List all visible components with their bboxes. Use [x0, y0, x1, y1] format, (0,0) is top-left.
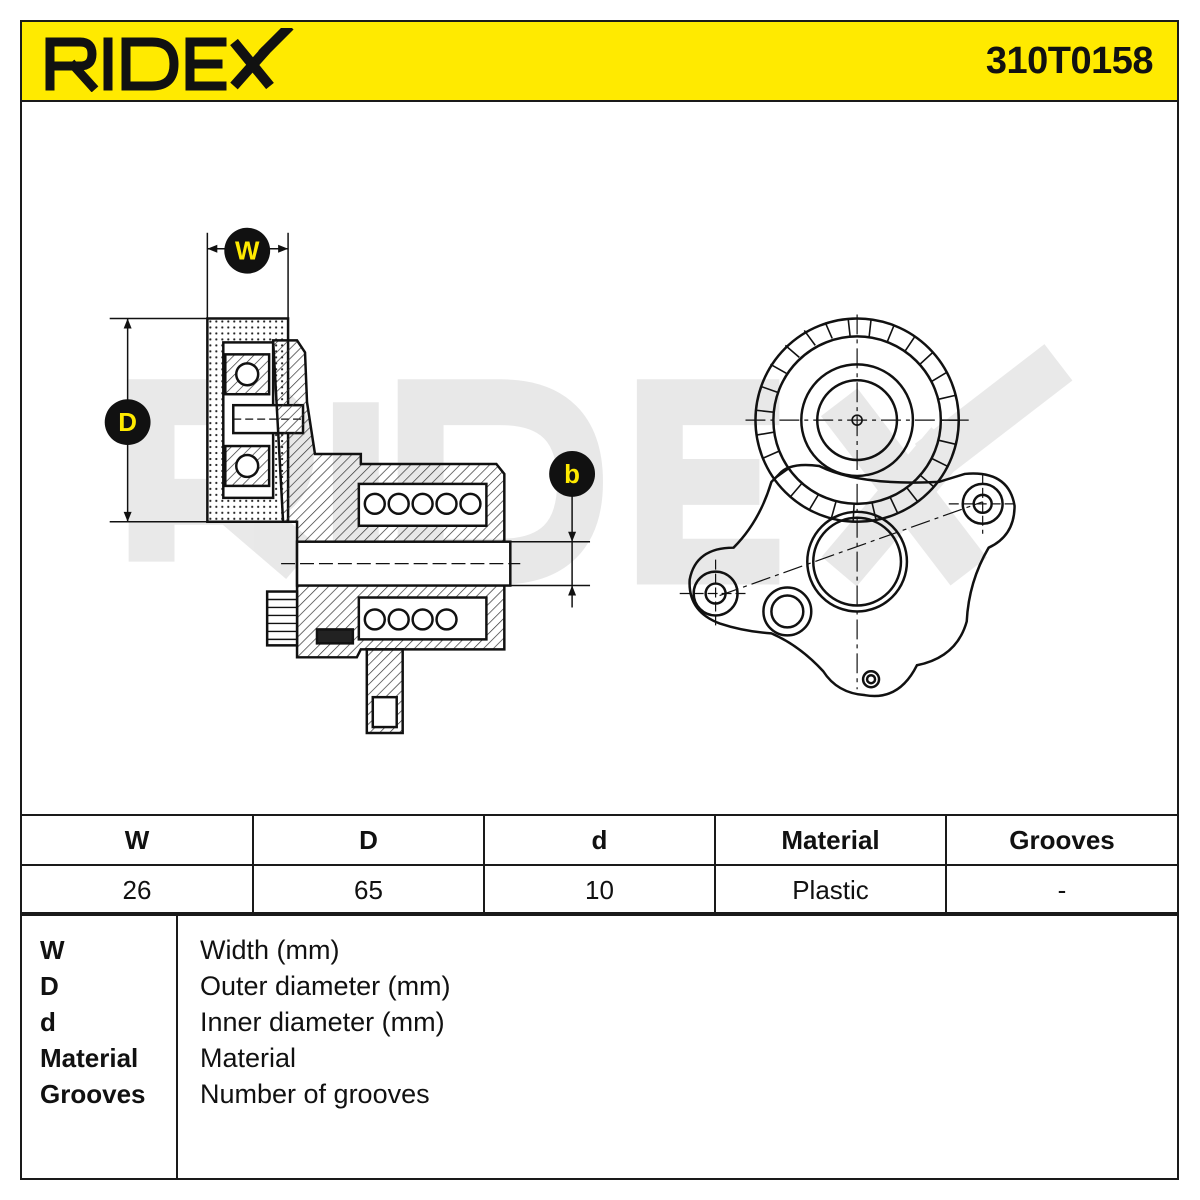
header-bar: 310T0158: [22, 22, 1177, 102]
svg-text:D: D: [118, 409, 137, 437]
legend-key: Grooves: [40, 1079, 146, 1109]
specs-header-material: Material: [714, 814, 947, 866]
legend-key: D: [40, 971, 59, 1001]
specs-value-grooves: -: [945, 864, 1177, 916]
dimension-badge-w: W: [224, 227, 271, 274]
legend-key: d: [40, 1007, 56, 1037]
specs-header-w: W: [22, 814, 254, 866]
front-view: [679, 314, 1017, 698]
specs-header-row: W D d Material Grooves: [22, 814, 1177, 866]
specs-value-inner-d: 10: [483, 864, 716, 916]
legend-key: W: [40, 935, 65, 965]
specs-header-grooves: Grooves: [945, 814, 1177, 866]
svg-text:b: b: [564, 461, 580, 489]
legend-keys: W D d Material Grooves: [22, 914, 178, 1180]
legend: W D d Material Grooves Width (mm) Outer …: [22, 912, 1177, 1180]
specs-value-material: Plastic: [714, 864, 947, 916]
legend-description: Number of grooves: [200, 1079, 430, 1109]
legend-description: Outer diameter (mm): [200, 971, 451, 1001]
technical-drawing: W D b: [104, 227, 1073, 735]
legend-description: Inner diameter (mm): [200, 1007, 445, 1037]
legend-description: Material: [200, 1043, 297, 1073]
svg-text:W: W: [235, 238, 260, 266]
specs-value-w: 26: [22, 864, 254, 916]
part-number: 310T0158: [985, 40, 1154, 82]
specs-header-inner-d: d: [483, 814, 716, 866]
legend-key: Material: [40, 1043, 139, 1073]
dimension-badge-b: b: [549, 451, 596, 497]
legend-descriptions: Width (mm) Outer diameter (mm) Inner dia…: [200, 914, 451, 1112]
legend-description: Width (mm): [200, 935, 340, 965]
specs-value-row: 26 65 10 Plastic -: [22, 864, 1177, 916]
specs-header-d: D: [252, 814, 485, 866]
specs-table: W D d Material Grooves 26 65 10 Plastic …: [22, 814, 1177, 916]
specs-value-d: 65: [252, 864, 485, 916]
dimension-badge-d: D: [104, 399, 151, 446]
ridex-logo: [45, 28, 294, 92]
section-view: [109, 232, 591, 735]
datasheet-frame: 310T0158: [20, 20, 1179, 1180]
